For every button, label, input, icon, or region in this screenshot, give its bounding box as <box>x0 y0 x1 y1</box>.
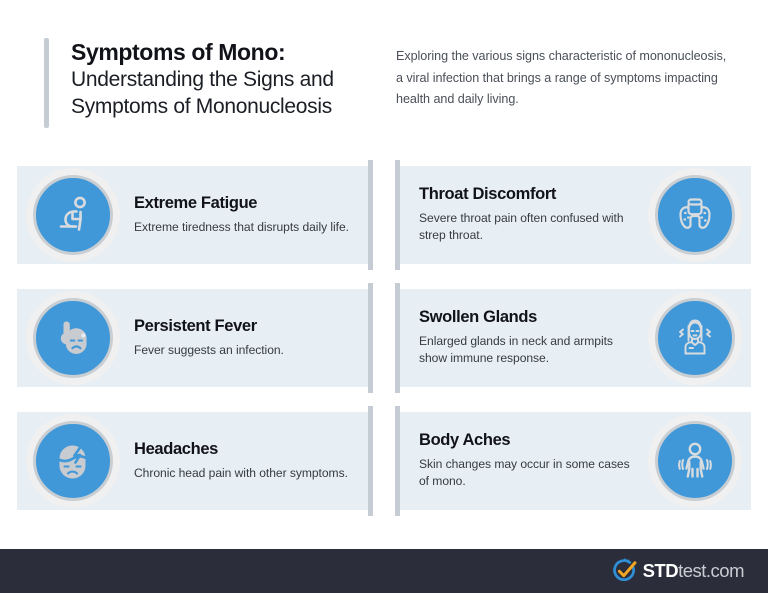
card-text: Extreme Fatigue Extreme tiredness that d… <box>134 194 373 236</box>
card-description: Enlarged glands in neck and armpits show… <box>419 334 613 366</box>
card-description: Fever suggests an infection. <box>134 342 284 357</box>
card-text: Swollen Glands Enlarged glands in neck a… <box>395 308 634 367</box>
card-accent-bar <box>395 283 400 393</box>
card-accent-bar <box>395 160 400 270</box>
symptom-card-throat-discomfort[interactable]: Throat Discomfort Severe throat pain oft… <box>395 160 751 270</box>
card-description: Severe throat pain often confused with s… <box>419 211 624 243</box>
swollen-neck-person-icon <box>655 298 735 378</box>
icon-halo <box>648 168 742 262</box>
card-description: Skin changes may occur in some cases of … <box>419 457 630 489</box>
icon-halo <box>26 291 120 385</box>
card-accent-bar <box>368 283 373 393</box>
footer: STDtest.com <box>0 549 768 593</box>
card-text: Headaches Chronic head pain with other s… <box>134 440 373 482</box>
fatigue-seated-person-icon <box>33 175 113 255</box>
header: Symptoms of Mono: Understanding the Sign… <box>0 0 768 150</box>
card-title: Body Aches <box>419 431 511 450</box>
icon-halo <box>26 168 120 262</box>
title-accent-bar <box>44 38 49 128</box>
symptom-card-body-aches[interactable]: Body Aches Skin changes may occur in som… <box>395 406 751 516</box>
symptom-card-extreme-fatigue[interactable]: Extreme Fatigue Extreme tiredness that d… <box>17 160 373 270</box>
symptom-card-swollen-glands[interactable]: Swollen Glands Enlarged glands in neck a… <box>395 283 751 393</box>
card-accent-bar <box>368 406 373 516</box>
card-text: Throat Discomfort Severe throat pain oft… <box>395 185 634 244</box>
card-text: Body Aches Skin changes may occur in som… <box>395 431 634 490</box>
card-title: Headaches <box>134 439 218 458</box>
page-title-sub: Understanding the Signs and Symptoms of … <box>71 68 334 118</box>
card-description: Extreme tiredness that disrupts daily li… <box>134 219 349 234</box>
check-circle-icon <box>612 558 637 582</box>
page-title-main: Symptoms of Mono: <box>71 39 286 65</box>
card-title: Persistent Fever <box>134 316 257 335</box>
intro-paragraph: Exploring the various signs characterist… <box>396 49 727 107</box>
logo-brand: STD <box>642 559 679 581</box>
thermometer-sick-face-icon <box>33 298 113 378</box>
card-description: Chronic head pain with other symptoms. <box>134 465 348 480</box>
card-title: Throat Discomfort <box>419 185 557 204</box>
symptom-card-headaches[interactable]: Headaches Chronic head pain with other s… <box>17 406 373 516</box>
icon-halo <box>648 414 742 508</box>
headache-lightning-face-icon <box>33 421 113 501</box>
logo-wordmark: STDtest.com <box>642 559 745 581</box>
icon-halo <box>648 291 742 385</box>
card-accent-bar <box>395 406 400 516</box>
site-logo[interactable]: STDtest.com <box>612 558 744 584</box>
symptom-card-grid: Extreme Fatigue Extreme tiredness that d… <box>0 160 768 516</box>
page-title: Symptoms of Mono: Understanding the Sign… <box>71 38 371 128</box>
card-text: Persistent Fever Fever suggests an infec… <box>134 317 373 359</box>
throat-tonsils-icon <box>655 175 735 255</box>
title-block: Symptoms of Mono: Understanding the Sign… <box>44 38 371 128</box>
card-title: Extreme Fatigue <box>134 193 258 212</box>
body-aches-person-icon <box>655 421 735 501</box>
logo-suffix: test.com <box>678 559 744 581</box>
icon-halo <box>26 414 120 508</box>
symptom-card-persistent-fever[interactable]: Persistent Fever Fever suggests an infec… <box>17 283 373 393</box>
card-accent-bar <box>368 160 373 270</box>
card-title: Swollen Glands <box>419 308 537 327</box>
